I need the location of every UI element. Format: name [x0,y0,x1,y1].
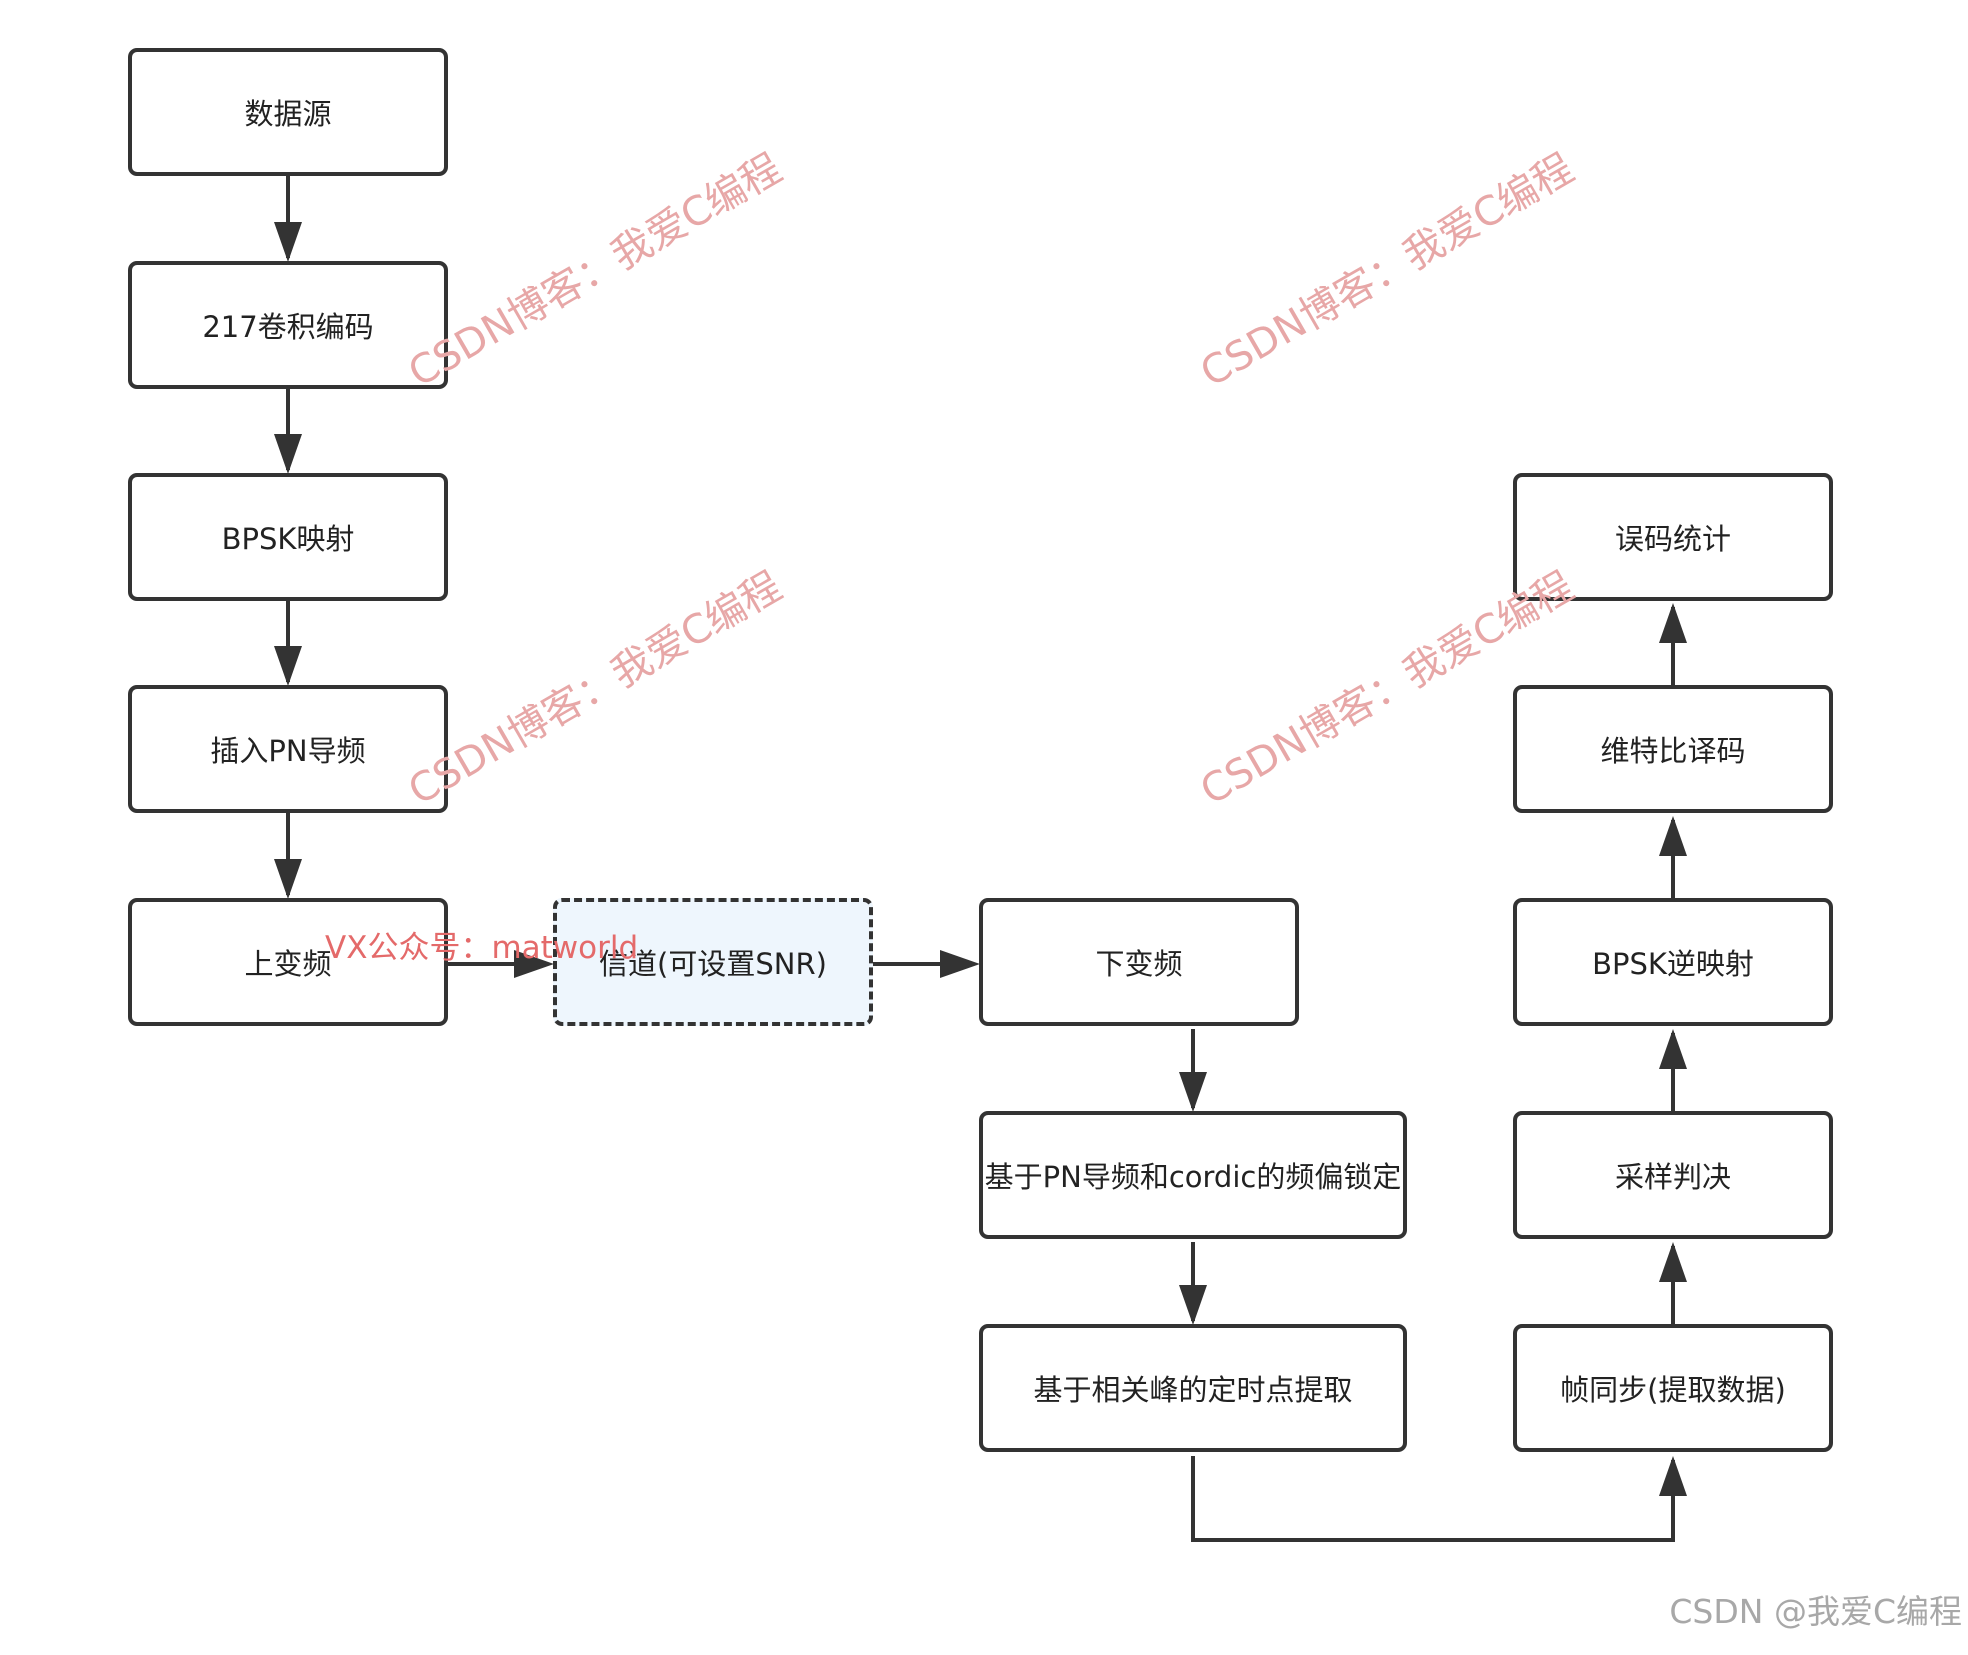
node-viterbi-decoding: 维特比译码 [1513,685,1833,813]
node-conv-encoding: 217卷积编码 [128,261,448,389]
node-label: BPSK逆映射 [1592,947,1754,981]
arrowhead-n13-n14 [1659,603,1687,643]
arrowhead-n2-n3 [274,434,302,474]
arrowhead-n11-n12 [1659,1029,1687,1069]
arrowhead-n3-n4 [274,646,302,686]
node-label: 插入PN导频 [210,734,366,768]
arrowhead-n7-n8 [1179,1072,1207,1112]
node-label: 上变频 [244,947,332,981]
node-label: 误码统计 [1614,522,1731,556]
arrowhead-n1-n2 [274,222,302,262]
node-bpsk-demapping: BPSK逆映射 [1513,898,1833,1026]
node-ber-statistics: 误码统计 [1513,473,1833,601]
arrowhead-n9-n10 [1659,1456,1687,1496]
footer-watermark: CSDN @我爱C编程 [1669,1592,1962,1631]
node-upconversion: 上变频 [128,898,448,1026]
node-label: 217卷积编码 [202,310,374,344]
node-downconversion: 下变频 [979,898,1299,1026]
node-label: 基于PN导频和cordic的频偏锁定 [984,1160,1402,1194]
node-insert-pn-pilot: 插入PN导频 [128,685,448,813]
node-label: BPSK映射 [221,522,355,556]
node-channel: 信道(可设置SNR) [553,898,873,1026]
node-data-source: 数据源 [128,48,448,176]
arrowhead-n4-n5 [274,859,302,899]
node-freq-offset-lock: 基于PN导频和cordic的频偏锁定 [979,1111,1407,1239]
node-label: 信道(可设置SNR) [599,947,827,981]
arrowhead-n8-n9 [1179,1285,1207,1325]
node-label: 帧同步(提取数据) [1560,1373,1786,1407]
node-label: 基于相关峰的定时点提取 [1033,1373,1353,1407]
node-bpsk-mapping: BPSK映射 [128,473,448,601]
node-frame-sync: 帧同步(提取数据) [1513,1324,1833,1452]
arrowhead-n6-n7 [940,950,980,978]
arrowhead-n12-n13 [1659,816,1687,856]
node-label: 维特比译码 [1600,734,1746,768]
arrowhead-n5-n6 [514,950,554,978]
node-label: 数据源 [244,97,332,131]
node-label: 下变频 [1095,947,1183,981]
arrowhead-n10-n11 [1659,1242,1687,1282]
node-label: 采样判决 [1614,1160,1731,1194]
node-timing-extraction: 基于相关峰的定时点提取 [979,1324,1407,1452]
edge-n9-n10 [1191,1456,1675,1542]
node-sampling-decision: 采样判决 [1513,1111,1833,1239]
